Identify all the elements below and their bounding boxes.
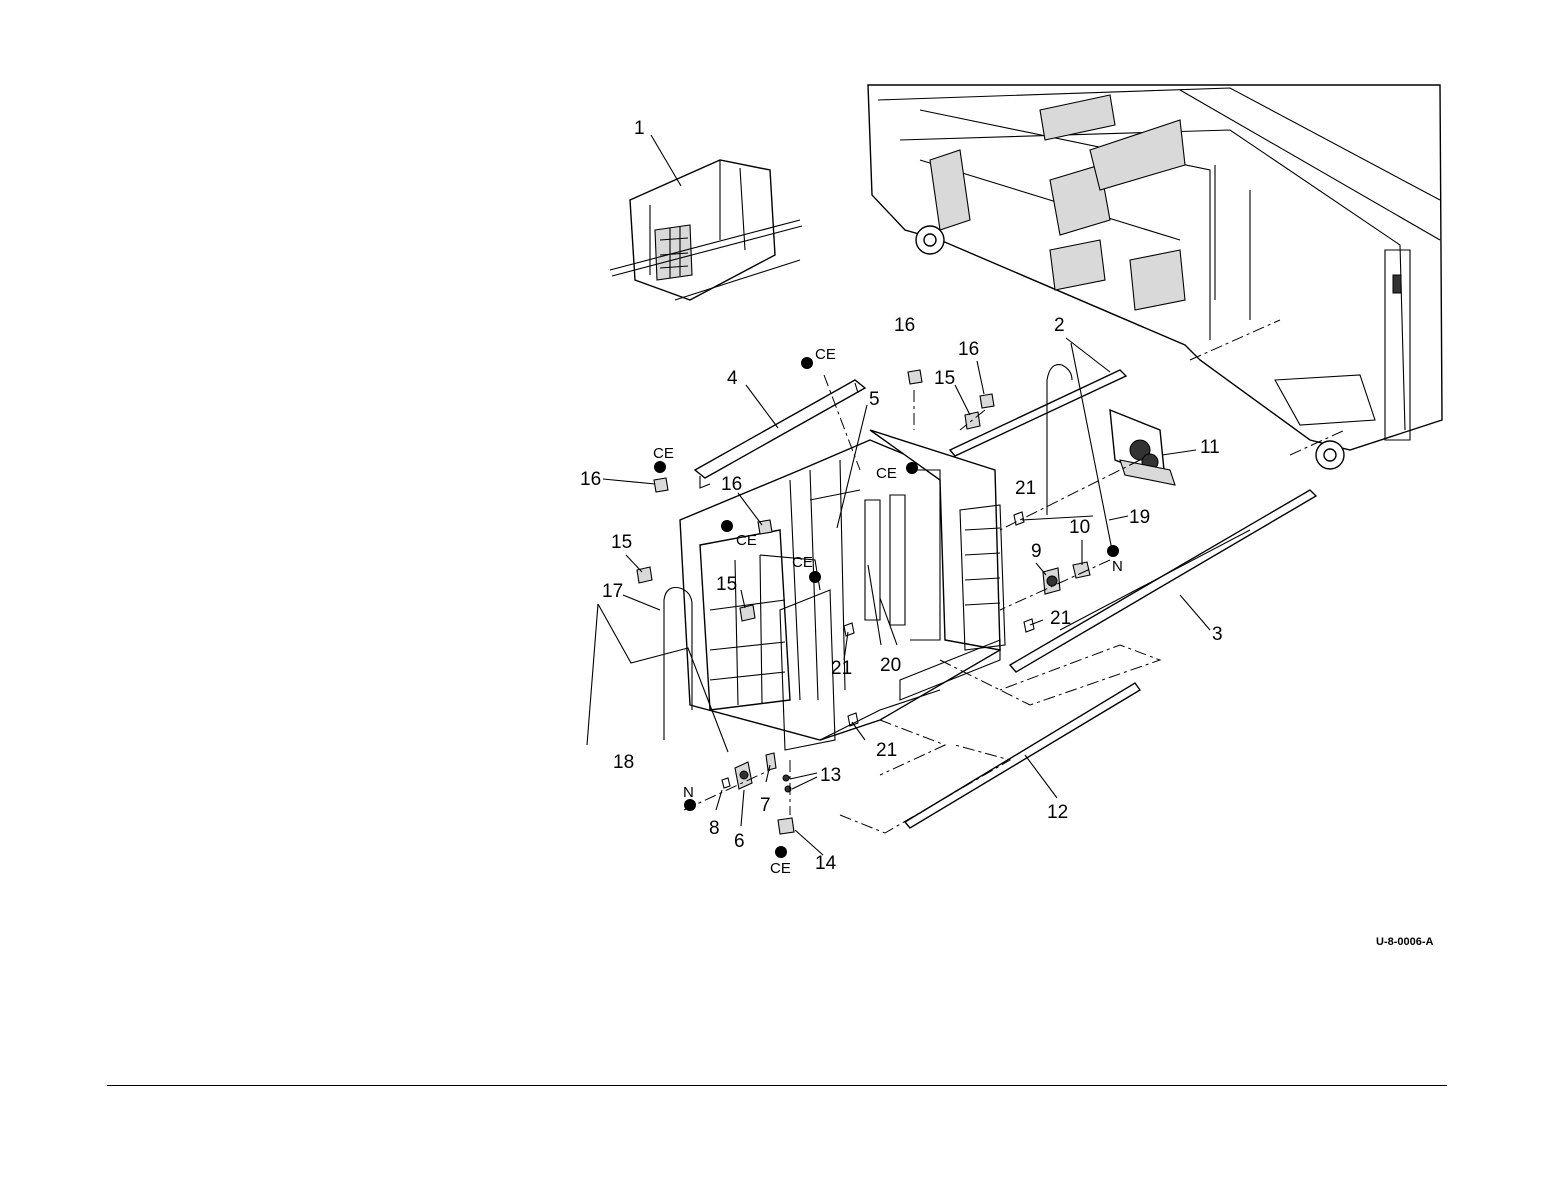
machine-frame [868,85,1442,469]
callout-3: 3 [1212,624,1223,645]
ce-marker-left: CE [653,445,674,462]
ce-marker-lower: CE [792,554,813,571]
callout-21-middle: 21 [831,658,852,679]
callout-21-right: 21 [1050,608,1071,629]
callout-2: 2 [1054,315,1065,336]
n-marker-left: N [683,784,694,801]
callout-11: 11 [1200,437,1220,458]
callout-13: 13 [820,765,841,786]
callout-12: 12 [1047,802,1068,823]
ce-dot [809,571,821,583]
callout-19: 19 [1129,507,1150,528]
callout-21-bottom: 21 [876,740,897,761]
callout-15-left: 15 [611,532,632,553]
callout-15-middle: 15 [716,574,737,595]
callout-14: 14 [815,853,837,874]
callout-17: 17 [602,581,623,602]
callout-9: 9 [1031,541,1042,562]
callout-5: 5 [869,389,880,410]
callout-1: 1 [634,118,645,139]
n-dot [1107,545,1119,557]
part-1-tray-assembly: 1 [610,118,802,300]
callout-8: 8 [709,818,720,839]
callout-16-left: 16 [580,469,601,490]
callout-16-right: 16 [958,339,979,360]
callout-10: 10 [1069,517,1090,538]
callout-7: 7 [760,795,771,816]
ce-dot [801,357,813,369]
part-11-drive-assembly [1110,410,1175,485]
ce-marker-bottom: CE [770,860,791,877]
callout-21-top-right: 21 [1015,478,1036,499]
callout-4: 4 [727,368,738,389]
callout-16-top: 16 [894,315,915,336]
ce-dot [721,520,733,532]
ce-marker-middle: CE [736,532,757,549]
ce-marker-center: CE [876,465,897,482]
ce-marker-top: CE [815,346,836,363]
ce-dot [654,461,666,473]
ce-dot [775,846,787,858]
figure-code: U-8-0006-A [1376,936,1434,948]
footer-rule [107,1085,1447,1086]
ce-dot [906,462,918,474]
callout-20: 20 [880,655,901,676]
callout-18: 18 [613,752,634,773]
callout-15-top: 15 [934,368,955,389]
n-marker-right: N [1112,558,1123,575]
callout-6: 6 [734,831,745,852]
callout-16-middle: 16 [721,474,742,495]
